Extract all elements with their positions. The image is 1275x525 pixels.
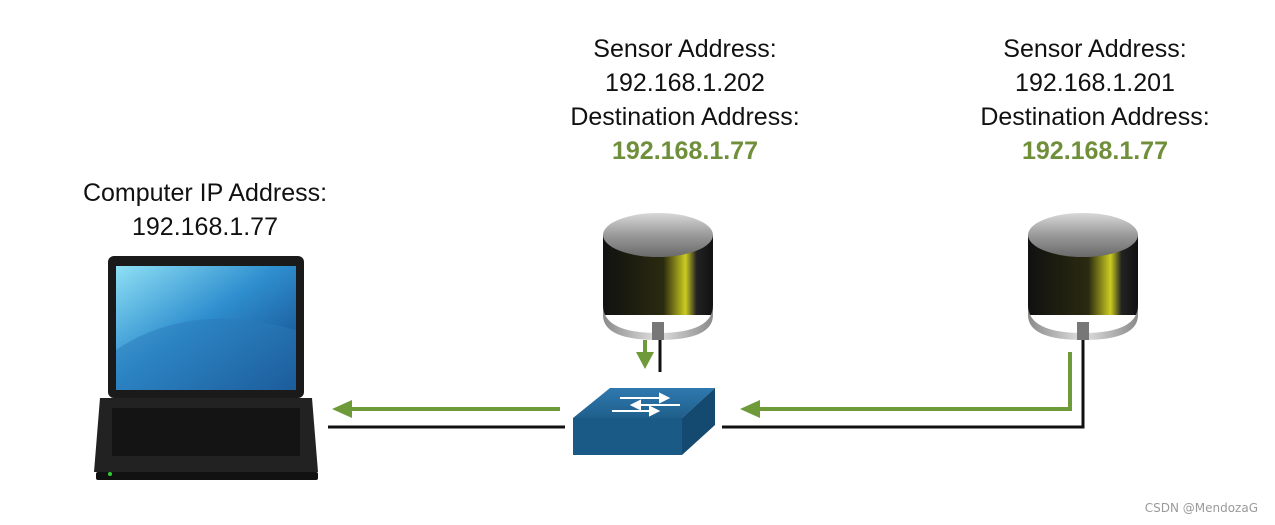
sensor-2-label: Sensor Address: 192.168.1.201 Destinatio… xyxy=(955,32,1235,168)
sensor-2-address-title: Sensor Address: xyxy=(1003,35,1187,63)
sensor-1-destination-value: 192.168.1.77 xyxy=(612,137,758,165)
computer-ip-title: Computer IP Address: xyxy=(82,179,328,207)
arrow-sensor2-to-switch xyxy=(758,352,1072,411)
watermark-text: CSDN @MendozaG xyxy=(1144,501,1258,515)
sensor-1-address-title: Sensor Address: xyxy=(593,35,777,63)
cable-sensor2-switch xyxy=(722,340,1085,429)
arrowhead-laptop xyxy=(332,400,352,418)
sensor-1-destination-title: Destination Address: xyxy=(570,103,800,131)
ethernet-cables xyxy=(328,340,1085,429)
sensor-2-address-value: 192.168.1.201 xyxy=(1015,69,1175,97)
sensor-2-destination-title: Destination Address: xyxy=(980,103,1210,131)
lidar-sensor-2-icon xyxy=(1028,213,1138,340)
lidar-sensor-1-icon xyxy=(603,213,713,340)
sensor-2-destination-value: 192.168.1.77 xyxy=(1022,137,1168,165)
laptop-icon xyxy=(94,256,318,480)
computer-label: Computer IP Address: 192.168.1.77 xyxy=(55,176,355,244)
arrowhead-sensor1 xyxy=(636,352,654,369)
sensor-1-address-value: 192.168.1.202 xyxy=(605,69,765,97)
computer-ip-value: 192.168.1.77 xyxy=(132,213,278,241)
arrowhead-switch-right xyxy=(740,400,760,418)
sensor-1-label: Sensor Address: 192.168.1.202 Destinatio… xyxy=(545,32,825,168)
network-switch-icon xyxy=(573,388,715,455)
